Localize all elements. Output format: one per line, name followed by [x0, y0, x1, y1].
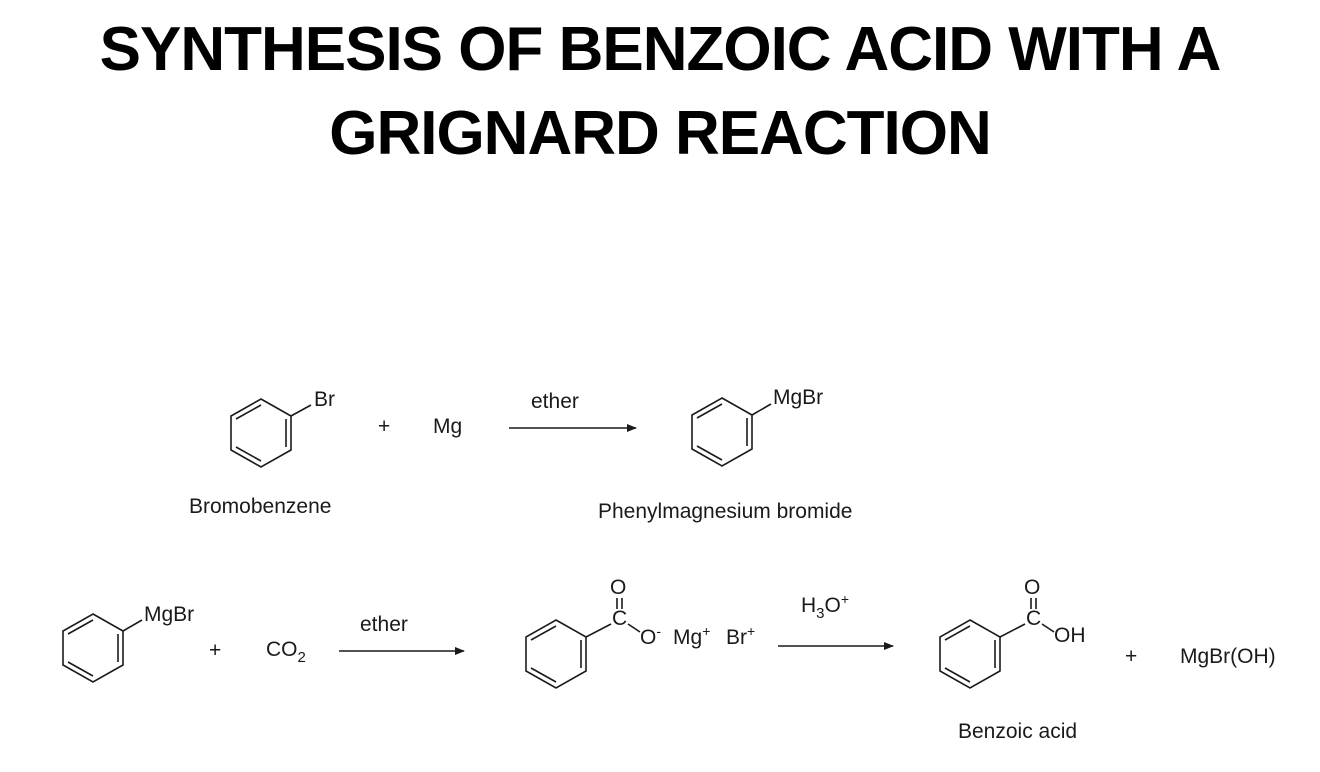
phenylmagnesium-bromide-structure — [691, 397, 772, 467]
phenylmagnesium-bromide-name: Phenylmagnesium bromide — [598, 500, 852, 523]
bromobenzene-structure — [230, 398, 312, 468]
benzoic-acid-carbonyl-oxygen: O — [1024, 576, 1040, 599]
intermediate-oxygen-anion: O- — [640, 623, 661, 649]
reactant-mgbr-label: MgBr — [144, 603, 194, 626]
reaction2-plus-1: + — [209, 639, 221, 662]
benzoic-acid-name: Benzoic acid — [958, 720, 1077, 743]
bromobenzene-name: Bromobenzene — [189, 495, 331, 518]
reaction2-condition-2: H3O+ — [801, 591, 849, 622]
reaction2-condition-1: ether — [360, 613, 408, 636]
intermediate-magnesium-cation: Mg+ — [673, 623, 710, 649]
title-line-1: SYNTHESIS OF BENZOIC ACID WITH A — [99, 15, 1222, 84]
carboxylate-intermediate-structure — [525, 598, 641, 689]
reaction1-condition: ether — [531, 390, 579, 413]
benzoic-acid-carbon: C — [1026, 607, 1041, 630]
title-line-2: GRIGNARD REACTION — [329, 99, 992, 168]
magnesium-label: Mg — [433, 415, 462, 438]
carbon-dioxide-label: CO2 — [266, 638, 306, 666]
intermediate-bromine: Br+ — [726, 623, 755, 649]
intermediate-carbonyl-oxygen: O — [610, 576, 626, 599]
reaction1-plus: + — [378, 415, 390, 438]
page-title: SYNTHESIS OF BENZOIC ACID WITH A GRIGNAR… — [0, 8, 1320, 176]
phenylmagnesium-mgbr-label: MgBr — [773, 386, 823, 409]
intermediate-carbon: C — [612, 607, 627, 630]
byproduct-label: MgBr(OH) — [1180, 645, 1276, 668]
bromobenzene-br-label: Br — [314, 388, 335, 411]
benzoic-acid-hydroxyl: OH — [1054, 624, 1086, 647]
benzoic-acid-structure — [939, 598, 1055, 689]
reactant-phenylmagnesium-bromide-structure — [62, 613, 143, 683]
reaction2-plus-2: + — [1125, 645, 1137, 668]
